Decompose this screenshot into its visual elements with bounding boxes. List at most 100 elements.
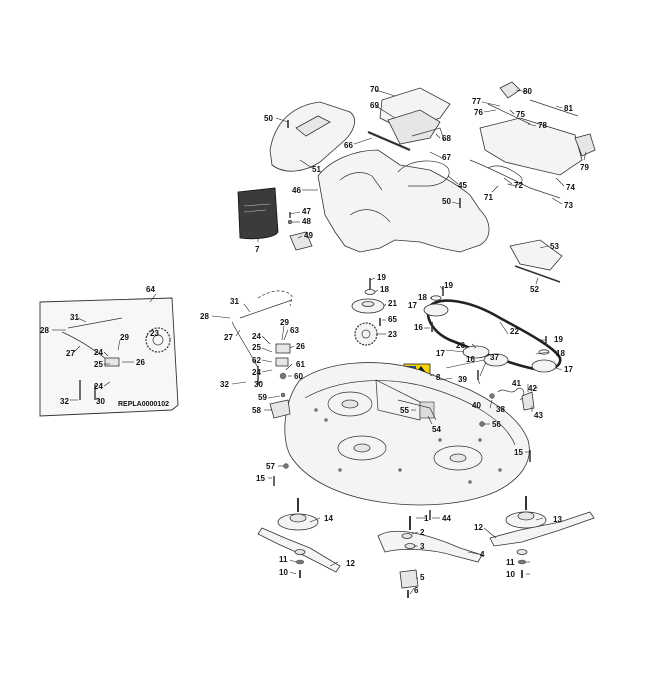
- callout-81: 81: [564, 104, 573, 113]
- part-7-decal: [237, 187, 279, 240]
- callout-58: 58: [252, 406, 261, 415]
- callout-47: 47: [302, 207, 311, 216]
- part-4-blade-center: [377, 530, 483, 563]
- callout-17c: 17: [564, 365, 573, 374]
- callout-27b: 27: [224, 333, 233, 342]
- callout-29b: 29: [280, 318, 289, 327]
- callout-28b: 28: [200, 312, 209, 321]
- callout-18c: 18: [556, 349, 565, 358]
- callout-10a: 10: [279, 568, 288, 577]
- callout-11a: 11: [279, 555, 288, 564]
- deck-spindle-mount-right: [433, 445, 483, 471]
- callout-54: 54: [432, 425, 441, 434]
- callout-13: 13: [553, 515, 562, 524]
- callout-26b: 26: [296, 342, 305, 351]
- deck-spindle-mount-left: [327, 391, 373, 417]
- callout-3: 3: [420, 542, 425, 551]
- callout-17b: 17: [436, 349, 445, 358]
- callout-42: 42: [528, 384, 537, 393]
- callout-65: 65: [388, 315, 397, 324]
- callout-16b: 16: [466, 355, 475, 364]
- part-51-window: [295, 115, 331, 137]
- part-59-screw: [280, 392, 286, 398]
- callout-68: 68: [442, 134, 451, 143]
- part-54-label: [419, 401, 435, 419]
- callout-19a: 19: [377, 273, 386, 282]
- part-75-rod: [487, 103, 531, 125]
- callout-71: 71: [484, 193, 493, 202]
- callout-19c: 19: [554, 335, 563, 344]
- callout-30b: 30: [254, 380, 263, 389]
- inset-box-64: [39, 297, 179, 417]
- part-53-cover: [509, 239, 563, 271]
- part-46-body: [317, 149, 490, 253]
- callout-49: 49: [304, 231, 313, 240]
- callout-25b: 25: [252, 343, 261, 352]
- inset-shaft-31: [67, 317, 123, 329]
- part-17-pulley-a: [423, 303, 449, 317]
- hardware-group-upper: [287, 120, 461, 251]
- callout-27a: 27: [66, 349, 75, 358]
- leader-lines: [52, 89, 587, 595]
- callout-11b: 11: [506, 558, 515, 567]
- part-69-panel: [387, 109, 441, 145]
- callout-72: 72: [514, 181, 523, 190]
- callout-69: 69: [370, 101, 379, 110]
- callout-12b: 12: [474, 523, 483, 532]
- callout-51: 51: [312, 165, 321, 174]
- part-18-washer: [364, 289, 376, 295]
- callout-61: 61: [296, 360, 305, 369]
- deck-rib: [397, 399, 437, 421]
- callout-59: 59: [258, 393, 267, 402]
- callout-60: 60: [294, 372, 303, 381]
- part-66-rod: [367, 130, 411, 152]
- callout-38: 38: [496, 405, 505, 414]
- part-2-washer: [401, 533, 413, 539]
- inset-block-26: [104, 357, 120, 367]
- callout-67: 67: [442, 153, 451, 162]
- part-74-bracket: [479, 117, 583, 176]
- deck-spindle-mount-center: [337, 435, 387, 461]
- callout-15b: 15: [514, 448, 523, 457]
- callout-24b: 24: [252, 332, 261, 341]
- callout-62: 62: [252, 356, 261, 365]
- callout-24d: 24: [94, 382, 103, 391]
- part-31-shaft: [239, 299, 293, 319]
- callout-21: 21: [388, 299, 397, 308]
- callout-37: 37: [490, 353, 499, 362]
- callout-23b: 23: [388, 330, 397, 339]
- callout-18b: 18: [418, 293, 427, 302]
- part-31-shroud: [257, 290, 293, 307]
- callout-50a: 50: [264, 114, 273, 123]
- callout-32a: 32: [60, 397, 69, 406]
- callout-4: 4: [480, 550, 485, 559]
- part-43-bracket: [521, 391, 535, 411]
- callout-22: 22: [510, 327, 519, 336]
- callout-55: 55: [400, 406, 409, 415]
- callout-43: 43: [534, 411, 543, 420]
- callout-56: 56: [492, 420, 501, 429]
- callout-66: 66: [344, 141, 353, 150]
- callout-7: 7: [255, 245, 260, 254]
- callout-46: 46: [292, 186, 301, 195]
- callout-78: 78: [538, 121, 547, 130]
- linkage-group: [231, 290, 293, 385]
- part-81-rod: [529, 99, 579, 117]
- center-blade-assembly: [377, 510, 483, 598]
- callout-76: 76: [474, 108, 483, 117]
- callout-17a: 17: [408, 301, 417, 310]
- callout-10b: 10: [506, 570, 515, 579]
- part-deck-shell: [284, 362, 530, 506]
- pulley-stack-center: [351, 278, 385, 346]
- part-68-clip: [411, 127, 445, 141]
- callout-40: 40: [472, 401, 481, 410]
- callout-45: 45: [458, 181, 467, 190]
- callout-63: 63: [290, 326, 299, 335]
- right-blade-assembly: [489, 496, 595, 578]
- part-57-nut: [283, 463, 289, 469]
- callout-24a: 24: [94, 348, 103, 357]
- callout-16a: 16: [414, 323, 423, 332]
- reference-code: REPLA0000102: [118, 401, 169, 408]
- callout-29a: 29: [120, 333, 129, 342]
